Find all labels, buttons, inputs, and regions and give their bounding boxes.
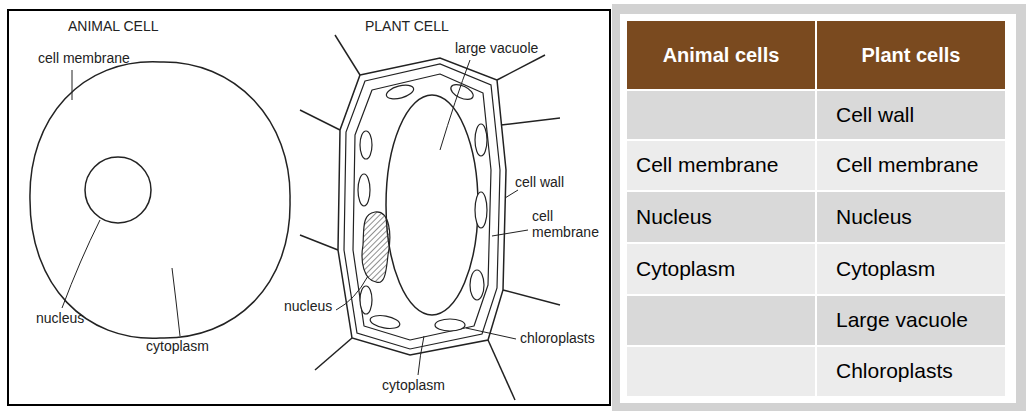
table-cell: Nucleus [836, 205, 912, 229]
table-grid [626, 20, 1006, 397]
leader-lines [62, 70, 180, 336]
part-label: cell membrane [38, 50, 130, 66]
table-cell: Cell membrane [636, 153, 778, 177]
part-label: cell wall [515, 174, 564, 190]
part-label: cytoplasm [382, 377, 445, 393]
table-cell: Cell wall [836, 103, 914, 127]
part-label: cytoplasm [146, 338, 209, 354]
part-label: nucleus [36, 310, 84, 326]
part-label: cell membrane [532, 208, 602, 240]
table-cell: Cytoplasm [836, 257, 935, 281]
animal-nucleus [85, 157, 151, 223]
table-ground [620, 14, 1016, 403]
plant-cell-membrane [353, 74, 491, 340]
table-cell: Chloroplasts [836, 359, 953, 383]
panel-frame [8, 10, 610, 405]
table-cell: Cytoplasm [636, 257, 735, 281]
plant-leader-lines [336, 60, 528, 375]
table-cell: Cell membrane [836, 153, 978, 177]
table-header: Plant cells [862, 44, 961, 67]
part-label: large vacuole [455, 40, 538, 56]
large-vacuole [386, 95, 478, 315]
table-frame [612, 4, 1026, 411]
table-cell: Large vacuole [836, 308, 968, 332]
plant-cell-wall-inner [344, 64, 500, 349]
table-header: Animal cells [663, 44, 780, 67]
table-cell: Nucleus [636, 205, 712, 229]
chloroplasts [358, 81, 487, 331]
cell-title: ANIMAL CELL [68, 18, 159, 34]
plant-cell-wall-outer [338, 58, 506, 355]
part-label: chloroplasts [520, 330, 595, 346]
plant-nucleus [362, 212, 390, 283]
cell-title: PLANT CELL [365, 18, 449, 34]
animal-cell-membrane [30, 62, 290, 338]
part-label: nucleus [284, 298, 332, 314]
